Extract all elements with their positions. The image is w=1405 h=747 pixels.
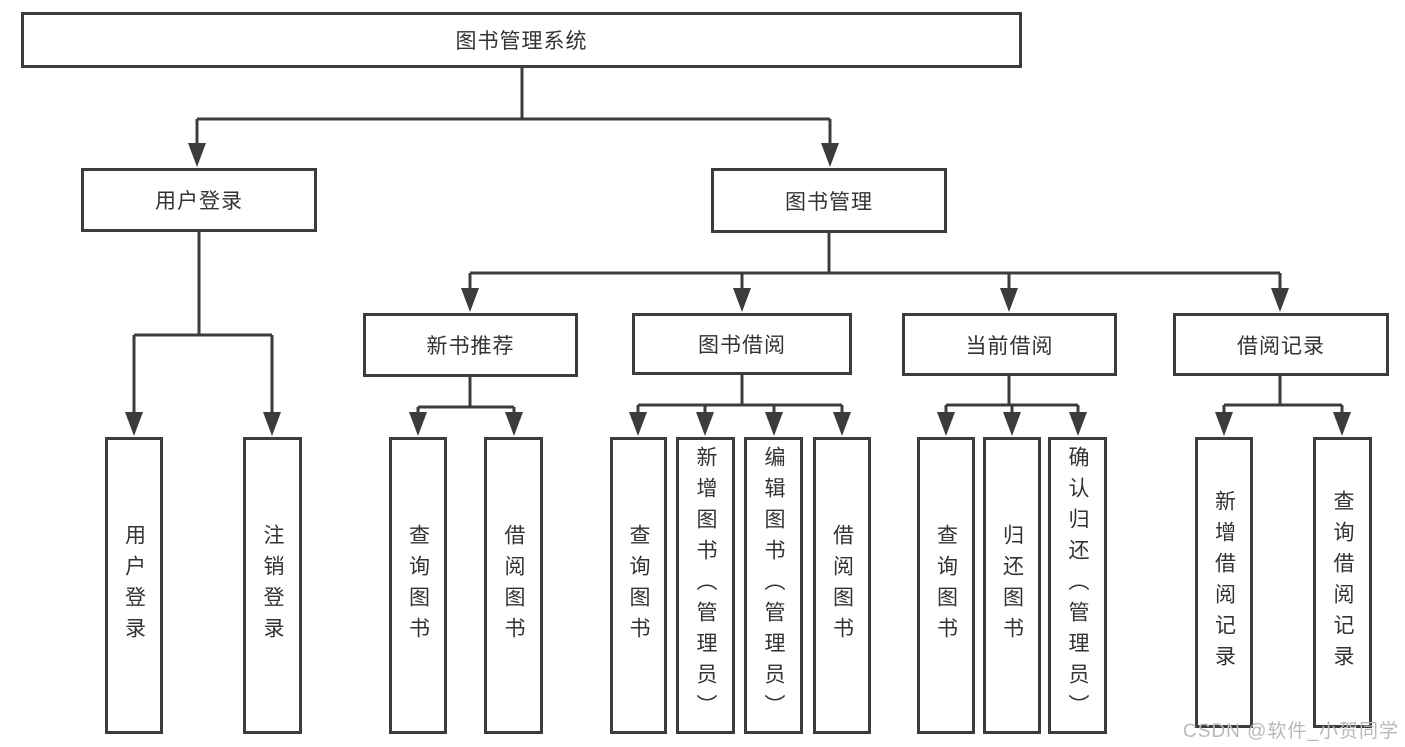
node-leaf-cb-query-books-label: 查询图书 [934,523,958,648]
node-leaf-bb-borrow-books: 借阅图书 [813,437,871,734]
node-user-login-label: 用户登录 [155,190,243,213]
node-leaf-cb-return-books-label: 归还图书 [1000,523,1024,648]
watermark: CSDN @软件_小贺同学 [1183,721,1399,742]
node-leaf-bb-edit-books-admin: 编辑图书（管理员） [744,437,803,734]
node-leaf-br-query-record: 查询借阅记录 [1313,437,1372,728]
node-leaf-br-add-record: 新增借阅记录 [1195,437,1253,728]
node-leaf-nb-borrow-books-label: 借阅图书 [502,523,525,648]
node-root-label: 图书管理系统 [455,30,588,53]
node-leaf-nb-query-books-label: 查询图书 [406,523,430,648]
node-current-borrowing-label: 当前借阅 [965,334,1054,358]
node-user-login: 用户登录 [81,168,317,232]
node-leaf-bb-add-books-admin: 新增图书（管理员） [676,437,735,734]
node-leaf-cb-query-books: 查询图书 [917,437,975,734]
node-leaf-bb-borrow-books-label: 借阅图书 [830,523,854,648]
node-current-borrowing: 当前借阅 [902,313,1117,376]
node-leaf-bb-query-books: 查询图书 [610,437,667,734]
node-new-book-recommend-label: 新书推荐 [426,335,515,358]
node-leaf-nb-query-books: 查询图书 [389,437,447,734]
node-new-book-recommend: 新书推荐 [363,313,578,377]
node-leaf-nb-borrow-books: 借阅图书 [484,437,543,734]
arrowheads [125,143,1351,436]
node-leaf-bb-query-books-label: 查询图书 [627,523,650,648]
node-leaf-bb-add-books-admin-label: 新增图书（管理员） [694,446,717,725]
node-leaf-br-add-record-label: 新增借阅记录 [1212,489,1236,676]
node-leaf-cb-return-books: 归还图书 [983,437,1041,734]
node-book-borrowing-label: 图书借阅 [698,334,786,357]
node-leaf-cb-confirm-return-admin: 确认归还（管理员） [1048,437,1107,734]
node-borrow-records: 借阅记录 [1173,313,1389,376]
node-leaf-user-login: 用户登录 [105,437,163,734]
node-leaf-user-login-label: 用户登录 [122,523,146,648]
node-root: 图书管理系统 [21,12,1022,68]
node-leaf-bb-edit-books-admin-label: 编辑图书（管理员） [762,446,785,725]
node-book-management-label: 图书管理 [785,190,873,214]
node-leaf-cb-confirm-return-admin-label: 确认归还（管理员） [1066,446,1089,725]
node-book-management: 图书管理 [711,168,947,233]
node-borrow-records-label: 借阅记录 [1237,334,1325,358]
node-leaf-logout: 注销登录 [243,437,302,734]
node-leaf-br-query-record-label: 查询借阅记录 [1331,489,1354,676]
node-leaf-logout-label: 注销登录 [261,523,284,648]
node-book-borrowing: 图书借阅 [632,313,852,375]
